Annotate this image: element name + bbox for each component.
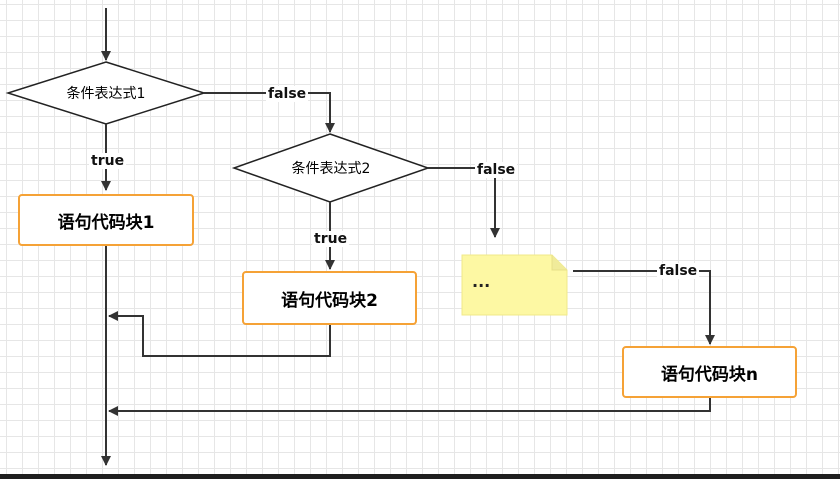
cond1-false-connector xyxy=(204,92,335,133)
condition-1-label: 条件表达式1 xyxy=(66,86,146,102)
code-block-2: 语句代码块2 xyxy=(242,271,417,325)
bottom-edge-bar xyxy=(0,474,840,479)
edge-label-cond2-true: true xyxy=(312,231,350,247)
code-block-n: 语句代码块n xyxy=(622,346,797,398)
code-block-1: 语句代码块1 xyxy=(18,194,194,246)
block2-return-connector xyxy=(108,311,331,357)
ellipsis-note-label: ... xyxy=(472,272,491,291)
ellipsis-note-shape xyxy=(461,254,568,316)
note-fold xyxy=(551,255,567,271)
condition-2-label: 条件表达式2 xyxy=(291,161,371,177)
edge-label-cond2-false: false xyxy=(475,162,518,178)
cond2-false-connector xyxy=(428,167,500,238)
edge-label-cond1-true: true xyxy=(89,153,127,169)
edge-label-cond1-false: false xyxy=(266,86,309,102)
note-false-connector xyxy=(573,270,715,345)
blockn-return-connector xyxy=(108,398,711,416)
edge-label-note-false: false xyxy=(657,263,700,279)
